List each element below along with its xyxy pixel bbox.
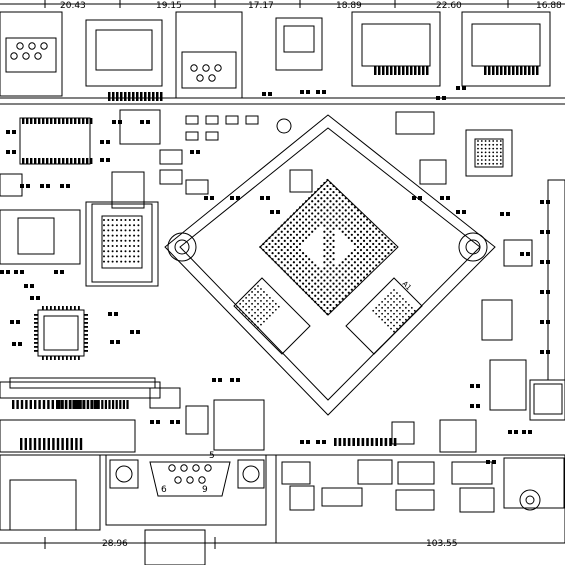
dim-top-2: 19.15 [156,1,182,11]
dim-bottom-2: 103.55 [426,539,458,549]
dim-bottom-1: 28.96 [102,539,128,549]
chip-marker-label: A1 [401,280,413,292]
dim-top-1: 20.43 [60,1,86,11]
db9-label-right: 9 [202,485,208,495]
dim-top-3: 17.17 [248,1,274,11]
db9-label-left: 6 [161,485,167,495]
dim-top-5: 22.60 [436,1,462,11]
dim-top-6: 16.88 [536,1,562,11]
db9-label-top: 5 [209,451,215,461]
dim-top-4: 18.89 [336,1,362,11]
